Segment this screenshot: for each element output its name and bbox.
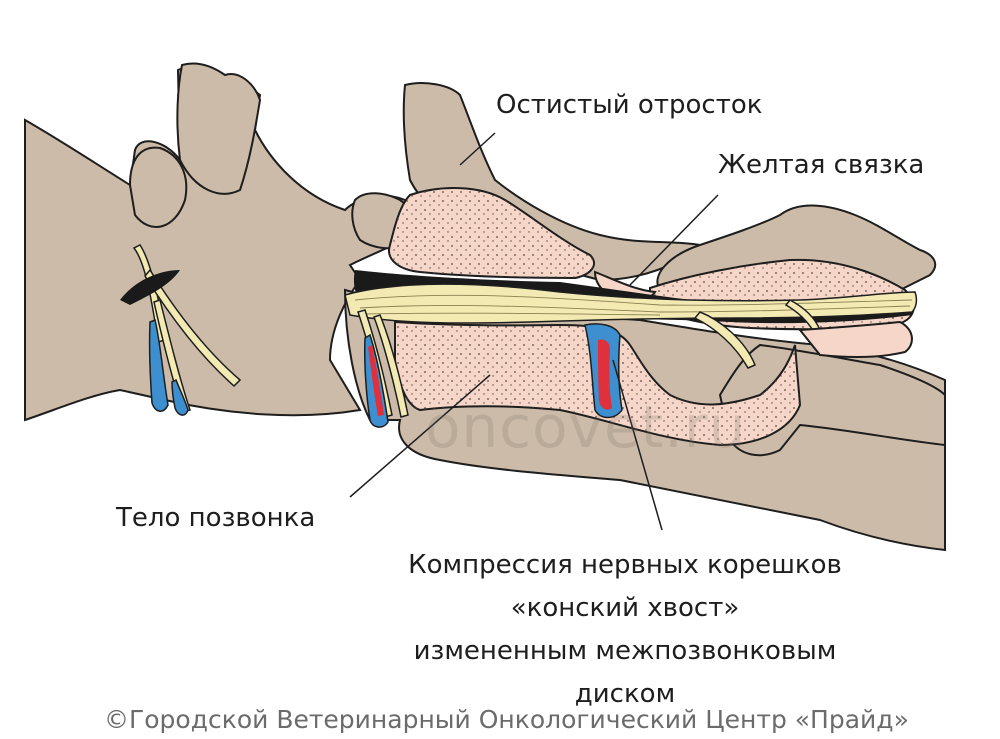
leader-compression	[612, 359, 663, 531]
compressed-artery	[598, 339, 612, 410]
label-compression-line: измененным межпозвонковым	[413, 636, 837, 666]
disc-cartilage	[798, 320, 913, 358]
nerve-branch	[693, 311, 756, 369]
left-canal-gap	[120, 270, 180, 305]
leader-spinous	[459, 132, 496, 166]
left-nerve-root	[144, 268, 242, 388]
left-spinous-process	[176, 62, 262, 195]
left-vein	[148, 318, 169, 412]
left-articular-process	[128, 146, 188, 228]
label-spinous-process: Остистый отросток	[496, 90, 763, 120]
label-compression-line: «конский хвост»	[510, 593, 740, 623]
nerve-fibers	[354, 294, 913, 316]
middle-nerve-root	[373, 314, 409, 418]
middle-artery	[368, 345, 384, 416]
label-compression-line: диском	[574, 679, 676, 709]
label-compression-line: Компрессия нервных корешков	[408, 550, 842, 580]
leader-body	[349, 374, 491, 498]
copyright-notice: ©Городской Ветеринарный Онкологический Ц…	[104, 705, 909, 734]
label-compression: Компрессия нервных корешков «конский хво…	[370, 544, 880, 716]
label-vertebral-body: Тело позвонка	[116, 503, 316, 533]
left-vein	[171, 378, 189, 416]
leader-ligament	[629, 194, 719, 286]
watermark: oncovet.ru	[425, 393, 747, 461]
label-yellow-ligament: Желтая связка	[718, 150, 925, 180]
